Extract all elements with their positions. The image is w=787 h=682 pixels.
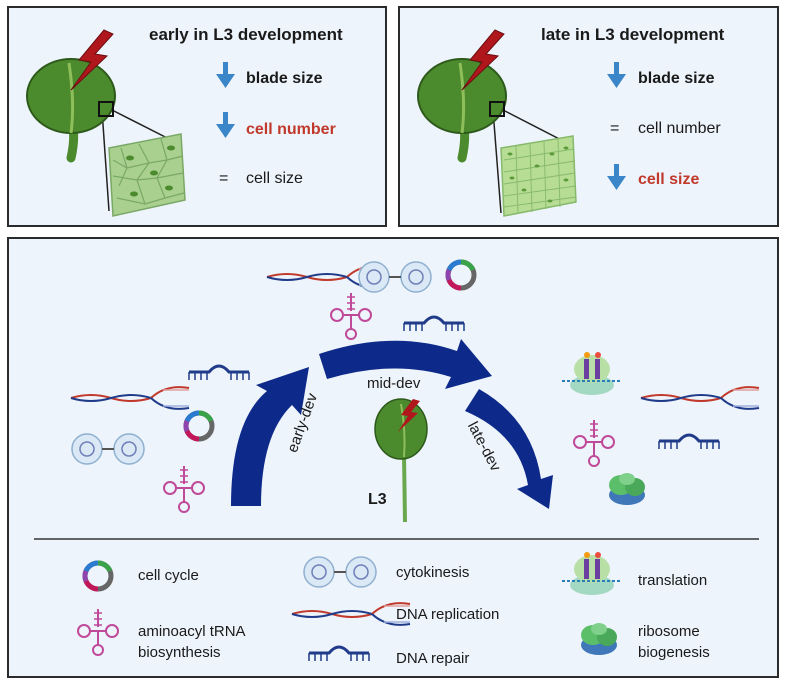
cytokinesis-icon — [303, 556, 377, 588]
early-dev-arrow — [231, 367, 309, 506]
zoom-box-icon — [489, 101, 505, 117]
early-leaf-illustration — [26, 29, 235, 217]
panel-title: early in L3 development — [149, 25, 343, 44]
early-l3-panel: early in L3 development blade size cell … — [7, 6, 387, 227]
cell-number-label: cell number — [638, 120, 721, 137]
lightning-icon — [70, 29, 114, 91]
late-l3-panel: late in L3 development blade size = cell… — [398, 6, 779, 227]
cell-tissue-icon — [500, 135, 577, 217]
cell-size-label: cell size — [638, 171, 700, 188]
trna-icon — [330, 292, 372, 340]
l3-label: L3 — [368, 491, 387, 508]
cell-cycle-icon — [186, 413, 212, 439]
cell-cycle-icon — [448, 262, 474, 288]
dna-repair-icon — [187, 364, 251, 382]
legend-cytokinesis: cytokinesis — [396, 564, 470, 581]
cell-tissue-icon — [108, 133, 186, 217]
zoom-box-icon — [98, 101, 114, 117]
dna-repair-icon — [657, 433, 721, 451]
lightning-icon — [398, 399, 420, 432]
blade-size-label: blade size — [246, 70, 323, 87]
down-arrow-icon — [607, 164, 626, 190]
mid-dev-label: mid-dev — [367, 375, 421, 392]
dna-replication-icon — [291, 602, 411, 626]
dna-replication-icon — [640, 386, 760, 410]
legend-ribosome: ribosome biogenesis — [638, 623, 710, 661]
leaf-icon — [417, 58, 507, 163]
cell-size-label: cell size — [246, 170, 303, 187]
down-arrow-icon — [216, 62, 235, 88]
late-dev-arrow — [465, 389, 553, 509]
dna-replication-icon — [70, 386, 190, 410]
dna-repair-icon — [402, 315, 466, 333]
equal-sign: = — [610, 120, 620, 137]
late-leaf-illustration — [417, 29, 626, 217]
cytokinesis-icon — [358, 261, 432, 293]
down-arrow-icon — [607, 62, 626, 88]
dna-repair-icon — [307, 645, 371, 663]
translation-icon — [561, 551, 623, 596]
trna-icon — [163, 465, 205, 513]
lightning-icon — [461, 29, 505, 91]
legend-translation: translation — [638, 572, 708, 589]
legend-dna-replication: DNA replication — [396, 606, 500, 623]
legend-cell-cycle: cell cycle — [138, 567, 199, 584]
mid-dev-arrow — [319, 339, 492, 389]
cell-number-label: cell number — [246, 121, 336, 138]
translation-icon — [561, 351, 623, 396]
blade-size-label: blade size — [638, 70, 715, 87]
panel-title: late in L3 development — [541, 25, 725, 44]
ribosome-icon — [609, 473, 645, 505]
cytokinesis-icon — [71, 433, 145, 465]
equal-sign: = — [219, 170, 229, 187]
cell-cycle-icon — [85, 563, 111, 589]
leaf-icon — [26, 58, 116, 163]
ribosome-icon — [581, 623, 617, 655]
development-process-panel: early-dev mid-dev late-dev L3 cell cycle… — [7, 237, 779, 678]
legend-trna: aminoacyl tRNA biosynthesis — [138, 623, 245, 661]
down-arrow-icon — [216, 112, 235, 138]
legend-dna-repair: DNA repair — [396, 650, 470, 667]
process-diagram — [34, 239, 760, 663]
trna-icon — [77, 608, 119, 656]
trna-icon — [573, 419, 615, 467]
